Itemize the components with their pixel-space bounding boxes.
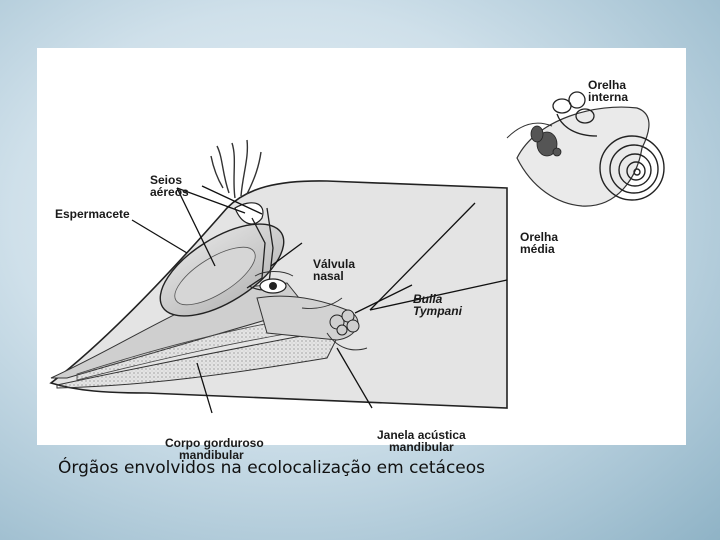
bulla-tympani-in-head <box>329 309 360 336</box>
mandibular-fat-body <box>56 332 338 389</box>
semicircular-canals <box>552 91 598 137</box>
leader-lines <box>131 185 508 414</box>
ear-inset <box>506 91 665 207</box>
dolphin-head-illustration <box>49 91 665 414</box>
label-espermacete: Espermacete <box>55 207 130 221</box>
air-sacs <box>234 202 264 225</box>
ossicles <box>530 125 562 157</box>
cochlea <box>599 135 665 201</box>
spray-drops <box>210 139 262 199</box>
figure-caption: Órgãos envolvidos na ecolocalização em c… <box>58 458 486 478</box>
